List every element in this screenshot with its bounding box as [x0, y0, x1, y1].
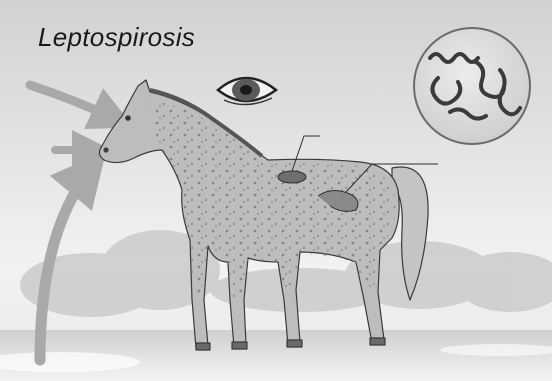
exposure-arrow-icon	[30, 85, 118, 360]
eye-icon	[218, 78, 276, 105]
diagram-title: Leptospirosis	[38, 22, 195, 53]
bacteria-magnifier-icon	[414, 28, 530, 144]
